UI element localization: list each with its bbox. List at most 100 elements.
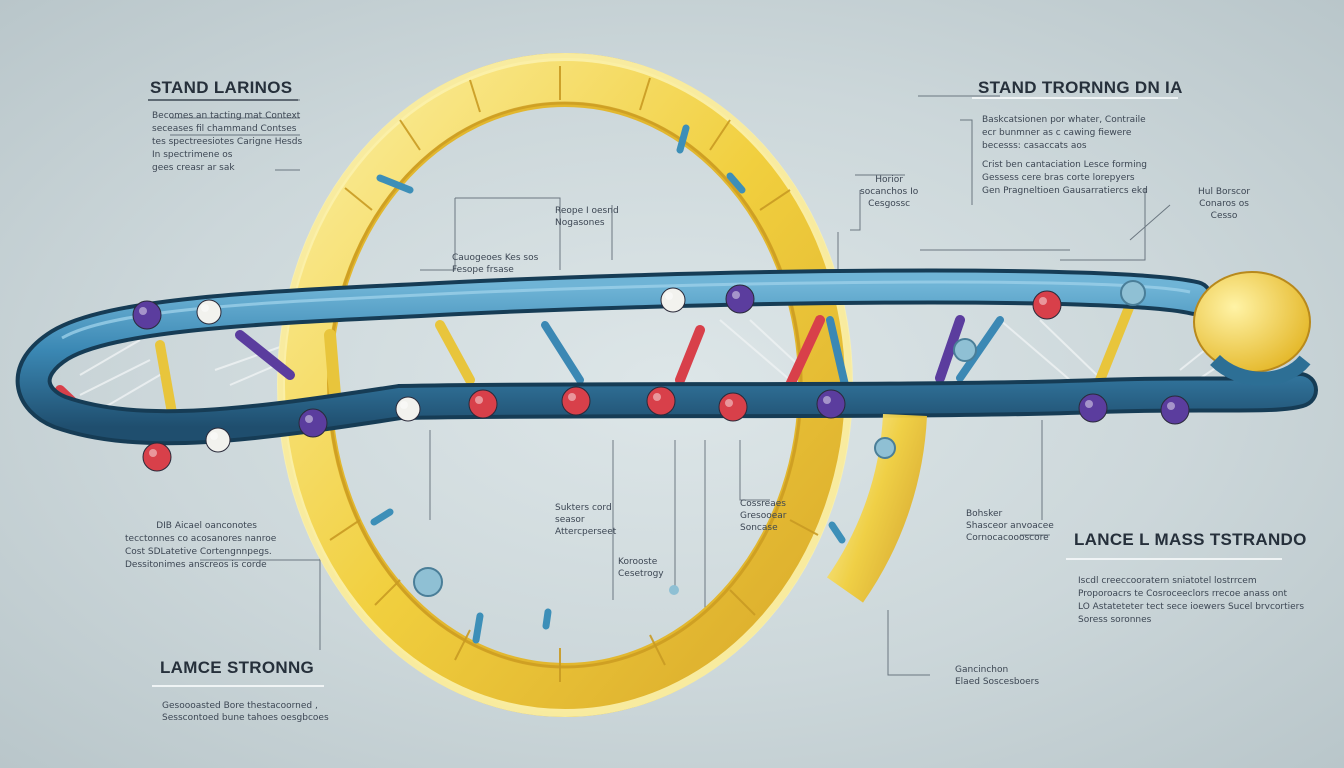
text-line: Soress soronnes <box>1078 615 1152 625</box>
text-line: Shasceor anvoacee <box>966 521 1054 531</box>
text-line: socanchos Io <box>860 187 919 197</box>
text-line: Becomes an tacting mat Context <box>152 111 301 121</box>
text-line: Fesope frsase <box>452 265 514 275</box>
text-line: Sukters cord <box>555 503 612 513</box>
label-center-top-left: Cauogeoes Kes sos Fesope frsase <box>452 252 538 276</box>
bead-purple <box>816 389 846 419</box>
bead-group <box>132 284 1190 472</box>
bead-purple <box>1078 393 1108 423</box>
bead-red <box>142 442 172 472</box>
text-line: Cornocacoooscore <box>966 533 1049 543</box>
strand-knobs <box>413 280 1146 597</box>
label-top-right-title: STAND TRORNNG DN IA <box>978 78 1183 97</box>
bead-white <box>205 427 231 453</box>
text-line: Cesgossc <box>868 199 911 209</box>
bead-highlight <box>201 304 209 312</box>
label-center-bottom-right: Cossreaes Gresooear Soncase <box>740 498 786 534</box>
text-line: LO Astateteter tect sece ioewers Sucel b… <box>1078 602 1305 612</box>
bead-highlight <box>305 415 313 423</box>
text-line: becesss: casaccats aos <box>982 141 1087 151</box>
bead-red <box>1032 290 1062 320</box>
text-line: Cossreaes <box>740 499 786 509</box>
text-line: seceases fil chammand Contses <box>152 124 297 134</box>
bead-highlight <box>139 307 147 315</box>
text-line: Nogasones <box>555 218 605 228</box>
bead-highlight <box>149 449 157 457</box>
bead-purple <box>132 300 162 330</box>
bead-red <box>718 392 748 422</box>
text-line: Gresooear <box>740 511 787 521</box>
label-bottom-right-title: LANCE L MASS TSTRANDO <box>1074 530 1307 549</box>
text-line: Hul Borscor <box>1198 187 1251 197</box>
text-line: Cesso <box>1210 211 1238 221</box>
rule-top-left <box>148 99 298 101</box>
text-line: Proporoacrs te Cosroceeclors rrecoe anas… <box>1078 589 1288 599</box>
bead-highlight <box>1085 400 1093 408</box>
text-line: In spectrimene os <box>152 150 233 160</box>
label-mid-right: Horior socanchos Io Cesgossc <box>860 174 918 210</box>
rule-bottom-right <box>1066 558 1282 560</box>
label-center-bottom-mid: Korooste Cesetrogy <box>618 556 664 580</box>
bead-purple <box>1160 395 1190 425</box>
bead-highlight <box>475 396 483 404</box>
label-center-bottom-left: Sukters cord seasor Attercperseet <box>555 502 616 538</box>
text-line: Gessess cere bras corte lorepyers <box>982 173 1135 183</box>
text-line: DIB Aicael oanconotes <box>156 521 257 531</box>
ring-front-overlap <box>826 413 927 603</box>
rule-top-right <box>972 97 1178 99</box>
text-line: seasor <box>555 515 585 525</box>
label-bottom-right-small: Gancinchon Elaed Soscesboers <box>955 664 1039 688</box>
label-bottom-left-title: LAMCE STRONNG <box>160 658 315 677</box>
text-line: Horior <box>875 175 903 185</box>
text-line: Bohsker <box>966 509 1003 519</box>
bead-highlight <box>1167 402 1175 410</box>
bead-purple <box>725 284 755 314</box>
text-top-right: Baskcatsionen por whater, Contraile ecr … <box>982 114 1148 198</box>
text-bottom-left: DIB Aicael oanconotes tecctonnes co acos… <box>125 520 277 572</box>
text-line: tecctonnes co acosanores nanroe <box>125 534 277 544</box>
text-line: Korooste <box>618 557 658 567</box>
text-line: Dessitonimes anscreos is corde <box>125 560 267 570</box>
text-top-left: Becomes an tacting mat Context seceases … <box>152 110 302 175</box>
bead-highlight <box>568 393 576 401</box>
text-line: Reope I oesnd <box>555 206 619 216</box>
bead-red <box>468 389 498 419</box>
bead-red <box>561 386 591 416</box>
text-bottom-right: Iscdl creeccooratern sniatotel lostrrcem… <box>1078 575 1304 627</box>
text-bottom-left-caption: Gesoooasted Bore thestacoorned , Sesscon… <box>162 700 329 724</box>
text-line: ecr bunmner as c cawing fiewere <box>982 128 1132 138</box>
bead-highlight <box>653 393 661 401</box>
text-line: Elaed Soscesboers <box>955 677 1040 687</box>
text-line: Soncase <box>740 523 778 533</box>
bead-highlight <box>665 292 673 300</box>
text-line: Crist ben cantaciation Lesce forming <box>982 160 1147 170</box>
label-far-right: Hul Borscor Conaros os Cesso <box>1198 186 1250 222</box>
bead-white <box>196 299 222 325</box>
bead-red <box>646 386 676 416</box>
text-line: Attercperseet <box>555 527 617 537</box>
text-line: Iscdl creeccooratern sniatotel lostrrcem <box>1078 576 1257 586</box>
bead-white <box>660 287 686 313</box>
label-right-mid: Bohsker Shasceor anvoacee Cornocacooosco… <box>966 508 1054 544</box>
text-line: Cauogeoes Kes sos <box>452 253 539 263</box>
bead-highlight <box>732 291 740 299</box>
bead-highlight <box>210 432 218 440</box>
bead-white <box>395 396 421 422</box>
rule-bottom-left <box>152 685 324 687</box>
text-line: Gesoooasted Bore thestacoorned , <box>162 701 318 711</box>
text-line: Baskcatsionen por whater, Contraile <box>982 115 1146 125</box>
text-line: Gancinchon <box>955 665 1009 675</box>
bead-highlight <box>1039 297 1047 305</box>
strand-end-cap <box>1193 271 1311 386</box>
bead-highlight <box>725 399 733 407</box>
leader-lines <box>148 95 1171 676</box>
label-center-top-right: Reope I oesnd Nogasones <box>555 205 619 229</box>
text-line: Cost SDLatetive Cortengnnpegs. <box>125 547 272 557</box>
text-line: tes spectreesiotes Carigne Hesds <box>152 137 303 147</box>
label-top-left-title: STAND LARINOS <box>150 78 293 97</box>
text-line: Gen Pragneltioen Gausarratiercs ekd <box>982 186 1148 196</box>
text-line: Cesetrogy <box>618 569 664 579</box>
text-line: Conaros os <box>1199 199 1249 209</box>
bead-highlight <box>400 401 408 409</box>
bead-highlight <box>823 396 831 404</box>
